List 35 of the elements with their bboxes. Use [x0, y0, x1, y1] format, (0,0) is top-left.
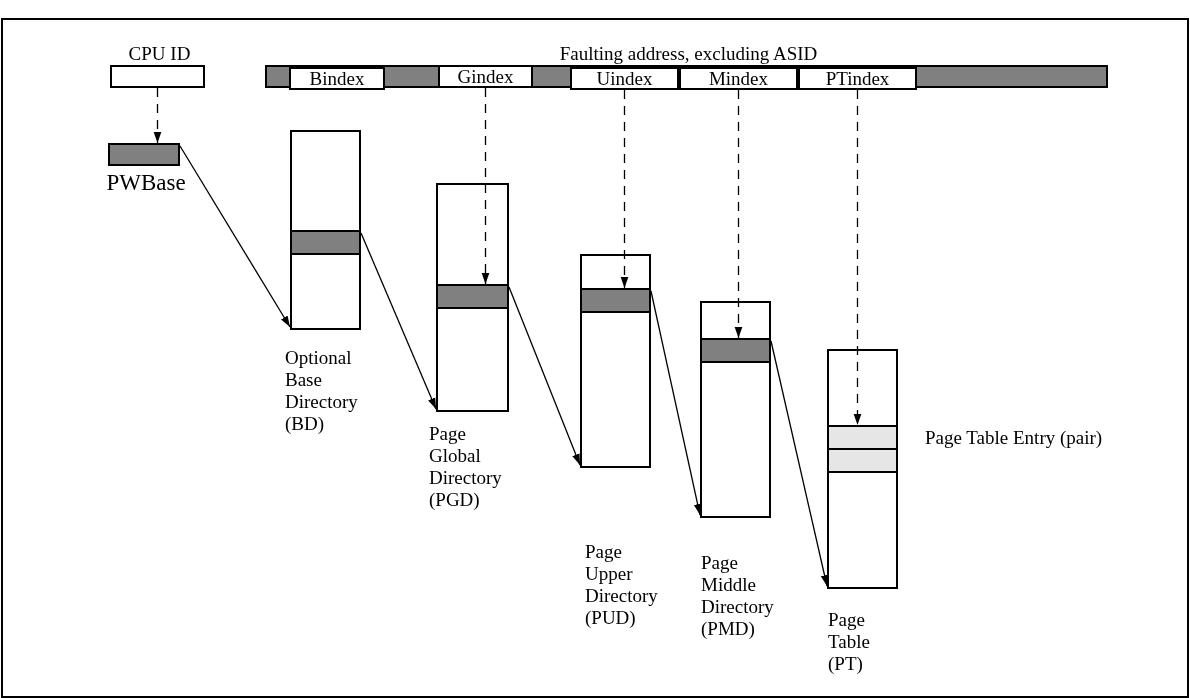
field-heading: Faulting address, excluding ASID — [559, 43, 818, 65]
register-name: PWBase — [106, 170, 186, 196]
index-field — [679, 67, 798, 90]
entry-caption: Page Table Entry (pair) — [925, 427, 1103, 449]
arrow — [179, 145, 291, 328]
index-field — [289, 67, 385, 90]
arrow — [650, 290, 702, 516]
entry-bar — [580, 288, 651, 313]
entry-bar — [700, 338, 771, 363]
table-name: Page Middle Directory (PMD) — [701, 552, 774, 640]
entry-bar — [436, 284, 509, 309]
index-field — [798, 67, 917, 90]
dashed-arrow — [853, 89, 862, 426]
field-heading: CPU ID — [128, 43, 191, 65]
index-label: Uindex — [595, 69, 654, 88]
entry-bar — [290, 230, 361, 255]
index-field — [570, 67, 679, 90]
table-name: Optional Base Directory (BD) — [285, 347, 358, 435]
table-name: Page Table (PT) — [828, 609, 870, 675]
index-label: PTindex — [824, 69, 891, 88]
arrow — [770, 340, 829, 587]
table-name: Page Global Directory (PGD) — [429, 423, 502, 511]
index-label: Bindex — [308, 69, 366, 88]
arrow — [508, 286, 581, 466]
dashed-arrow — [734, 89, 743, 339]
dashed-arrow — [481, 87, 490, 285]
table-name: Page Upper Directory (PUD) — [585, 541, 658, 629]
entry-bar — [827, 425, 898, 450]
index-field — [438, 65, 533, 88]
dashed-arrow — [153, 87, 162, 144]
entry-bar — [827, 448, 898, 473]
index-label: Mindex — [707, 69, 770, 88]
dashed-arrow — [620, 89, 629, 289]
index-label: Gindex — [456, 67, 515, 86]
arrow — [360, 232, 437, 410]
